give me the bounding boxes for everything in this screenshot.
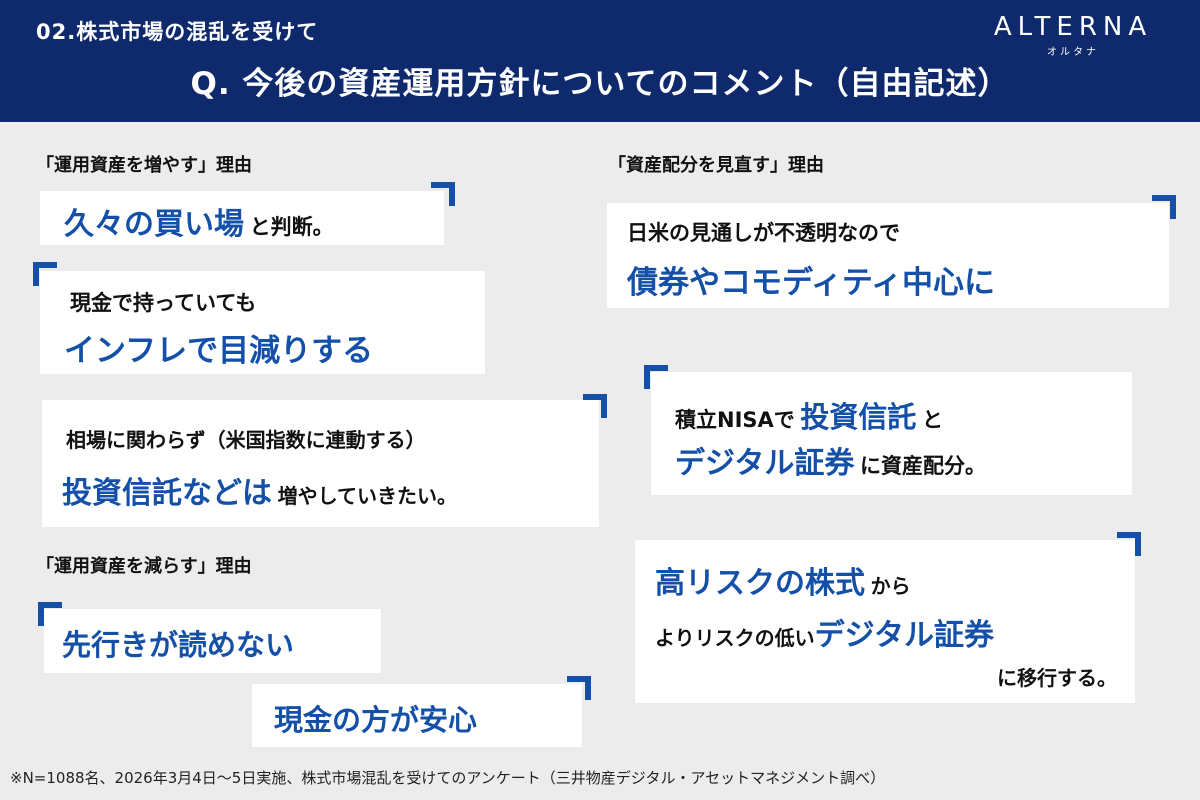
header-banner: 02.株式市場の混乱を受けて Q. 今後の資産運用方針についてのコメント（自由記… — [0, 0, 1200, 122]
survey-footnote: ※N=1088名、2026年3月4日〜5日実施、株式市場混乱を受けてのアンケート… — [10, 769, 886, 787]
comment-emphasis: デジタル証券 — [675, 446, 855, 481]
comment-emphasis: 投資信託 — [800, 400, 917, 434]
comment-card-index-funds: 相場に関わらず（米国指数に連動する） 投資信託などは 増やしていきたい。 — [42, 400, 599, 527]
category-increase-label: 「運用資産を増やす」理由 — [36, 155, 252, 176]
comment-card-nisa: 積立NISAで 投資信託 と デジタル証券 に資産配分。 — [651, 372, 1132, 495]
comment-emphasis: 投資信託などは — [62, 476, 272, 511]
corner-bracket-decoration — [567, 676, 591, 700]
comment-emphasis: 現金の方が安心 — [274, 703, 478, 737]
comment-emphasis: 高リスクの株式 — [655, 566, 865, 601]
comment-emphasis: インフレで目減りする — [64, 333, 374, 369]
comment-text: 日米の見通しが不透明なので — [627, 221, 900, 245]
corner-bracket-decoration — [1117, 532, 1141, 556]
corner-bracket-decoration — [38, 602, 62, 626]
corner-bracket-decoration — [583, 394, 607, 418]
comment-text: に移行する。 — [997, 666, 1117, 690]
comment-card-inflation: 現金で持っていても インフレで目減りする — [40, 271, 485, 374]
comment-text: と — [921, 408, 943, 432]
comment-card-uncertain: 先行きが読めない — [44, 609, 381, 673]
comment-emphasis: 先行きが読めない — [62, 628, 295, 662]
corner-bracket-decoration — [1152, 195, 1176, 219]
comment-card-bonds-commodities: 日米の見通しが不透明なので 債券やコモディティ中心に — [607, 203, 1169, 308]
brand-logo: ALTERNA オルタナ — [968, 12, 1178, 58]
category-rebalance-label: 「資産配分を見直す」理由 — [608, 155, 824, 176]
logo-katakana: オルタナ — [1047, 47, 1099, 58]
comment-text: 積立NISAで — [675, 408, 795, 432]
comment-card-digital-securities: 高リスクの株式 から よりリスクの低いデジタル証券 に移行する。 — [635, 540, 1135, 703]
comment-text: から — [870, 574, 911, 598]
section-label: 02.株式市場の混乱を受けて — [36, 20, 319, 44]
page-title: Q. 今後の資産運用方針についてのコメント（自由記述） — [190, 66, 1010, 102]
corner-bracket-decoration — [33, 262, 57, 286]
comment-text: に資産配分。 — [859, 454, 986, 478]
comment-text: と判断。 — [249, 215, 334, 239]
comment-card-cash-safe: 現金の方が安心 — [252, 684, 582, 747]
comment-card-buy-opportunity: 久々の買い場 と判断。 — [40, 191, 444, 245]
category-decrease-label: 「運用資産を減らす」理由 — [36, 556, 252, 577]
comment-emphasis: 久々の買い場 — [64, 207, 244, 242]
comment-emphasis: 債券やコモディティ中心に — [627, 265, 995, 301]
comment-text: 増やしていきたい。 — [277, 484, 457, 508]
comment-text: 相場に関わらず（米国指数に連動する） — [66, 428, 426, 452]
corner-bracket-decoration — [644, 365, 668, 389]
comment-text: よりリスクの低い — [655, 626, 815, 650]
corner-bracket-decoration — [431, 182, 455, 206]
comment-text: 現金で持っていても — [70, 291, 257, 315]
comment-emphasis: デジタル証券 — [814, 618, 995, 653]
logo-wordmark: ALTERNA — [993, 12, 1153, 42]
